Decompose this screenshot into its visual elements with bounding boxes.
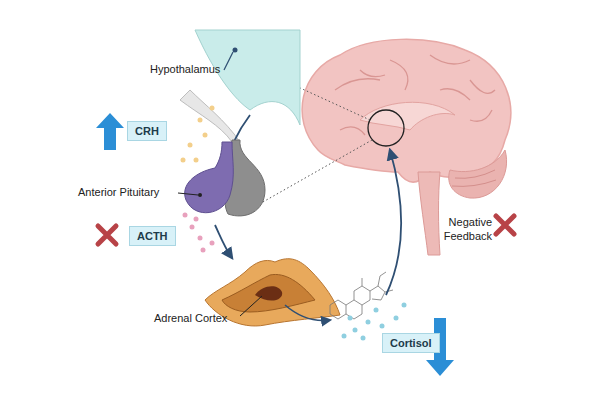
box-text: Cortisol — [390, 337, 432, 349]
hormone-box: Cortisol — [382, 333, 440, 353]
brain — [302, 39, 511, 255]
up-arrow — [96, 113, 124, 150]
pituitary-illustration — [185, 140, 265, 216]
part-label: Hypothalamus — [150, 63, 220, 75]
part-label: Anterior Pituitary — [78, 186, 159, 198]
hypothalamus-illustration — [180, 30, 300, 142]
cortisol-molecule — [330, 272, 393, 319]
hormone-box: CRH — [127, 121, 167, 141]
part-label: Negative Feedback — [430, 215, 492, 243]
part-label: Adrenal Cortex — [154, 312, 227, 324]
box-text: ACTH — [137, 230, 168, 242]
hormone-box: ACTH — [129, 226, 176, 246]
box-text: CRH — [135, 125, 159, 137]
